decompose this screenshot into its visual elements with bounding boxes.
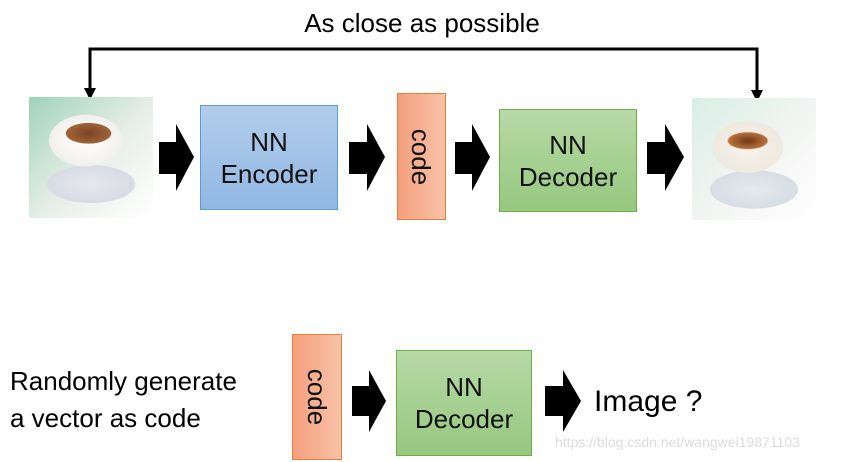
decoder-bottom-label-decoder: Decoder: [414, 404, 514, 434]
code-label: code: [406, 128, 437, 185]
title-as-close-as-possible: As close as possible: [304, 8, 540, 38]
decoder-label-decoder: Decoder: [518, 161, 618, 192]
caption-line-2: a vector as code: [10, 403, 201, 433]
encoder-label-nn: NN: [250, 126, 288, 157]
block-arrow-1: [159, 124, 194, 191]
nn-decoder-box-bottom: NN Decoder: [396, 350, 532, 456]
random-code-box: code: [292, 334, 342, 460]
feedback-connector: [84, 47, 763, 102]
block-arrow-5: [352, 370, 386, 432]
decoder-bottom-label-nn: NN: [445, 372, 483, 402]
random-code-label: code: [302, 368, 333, 426]
code-box: code: [397, 93, 446, 220]
output-image-question: Image ?: [594, 385, 703, 418]
input-image-coffee-cup: [29, 97, 153, 218]
block-arrow-2: [349, 124, 385, 191]
watermark: https://blog.csdn.net/wangwei19871103: [555, 434, 800, 450]
block-arrow-3: [455, 124, 490, 191]
block-arrow-4: [647, 124, 684, 191]
nn-encoder-box: NN Encoder: [200, 105, 338, 210]
block-arrow-6: [545, 370, 581, 432]
decoder-label-nn: NN: [549, 129, 587, 160]
output-image-reconstructed-cup: [692, 98, 816, 220]
caption-line-1: Randomly generate: [10, 366, 237, 396]
nn-decoder-box: NN Decoder: [499, 109, 637, 212]
encoder-label-encoder: Encoder: [220, 158, 318, 189]
